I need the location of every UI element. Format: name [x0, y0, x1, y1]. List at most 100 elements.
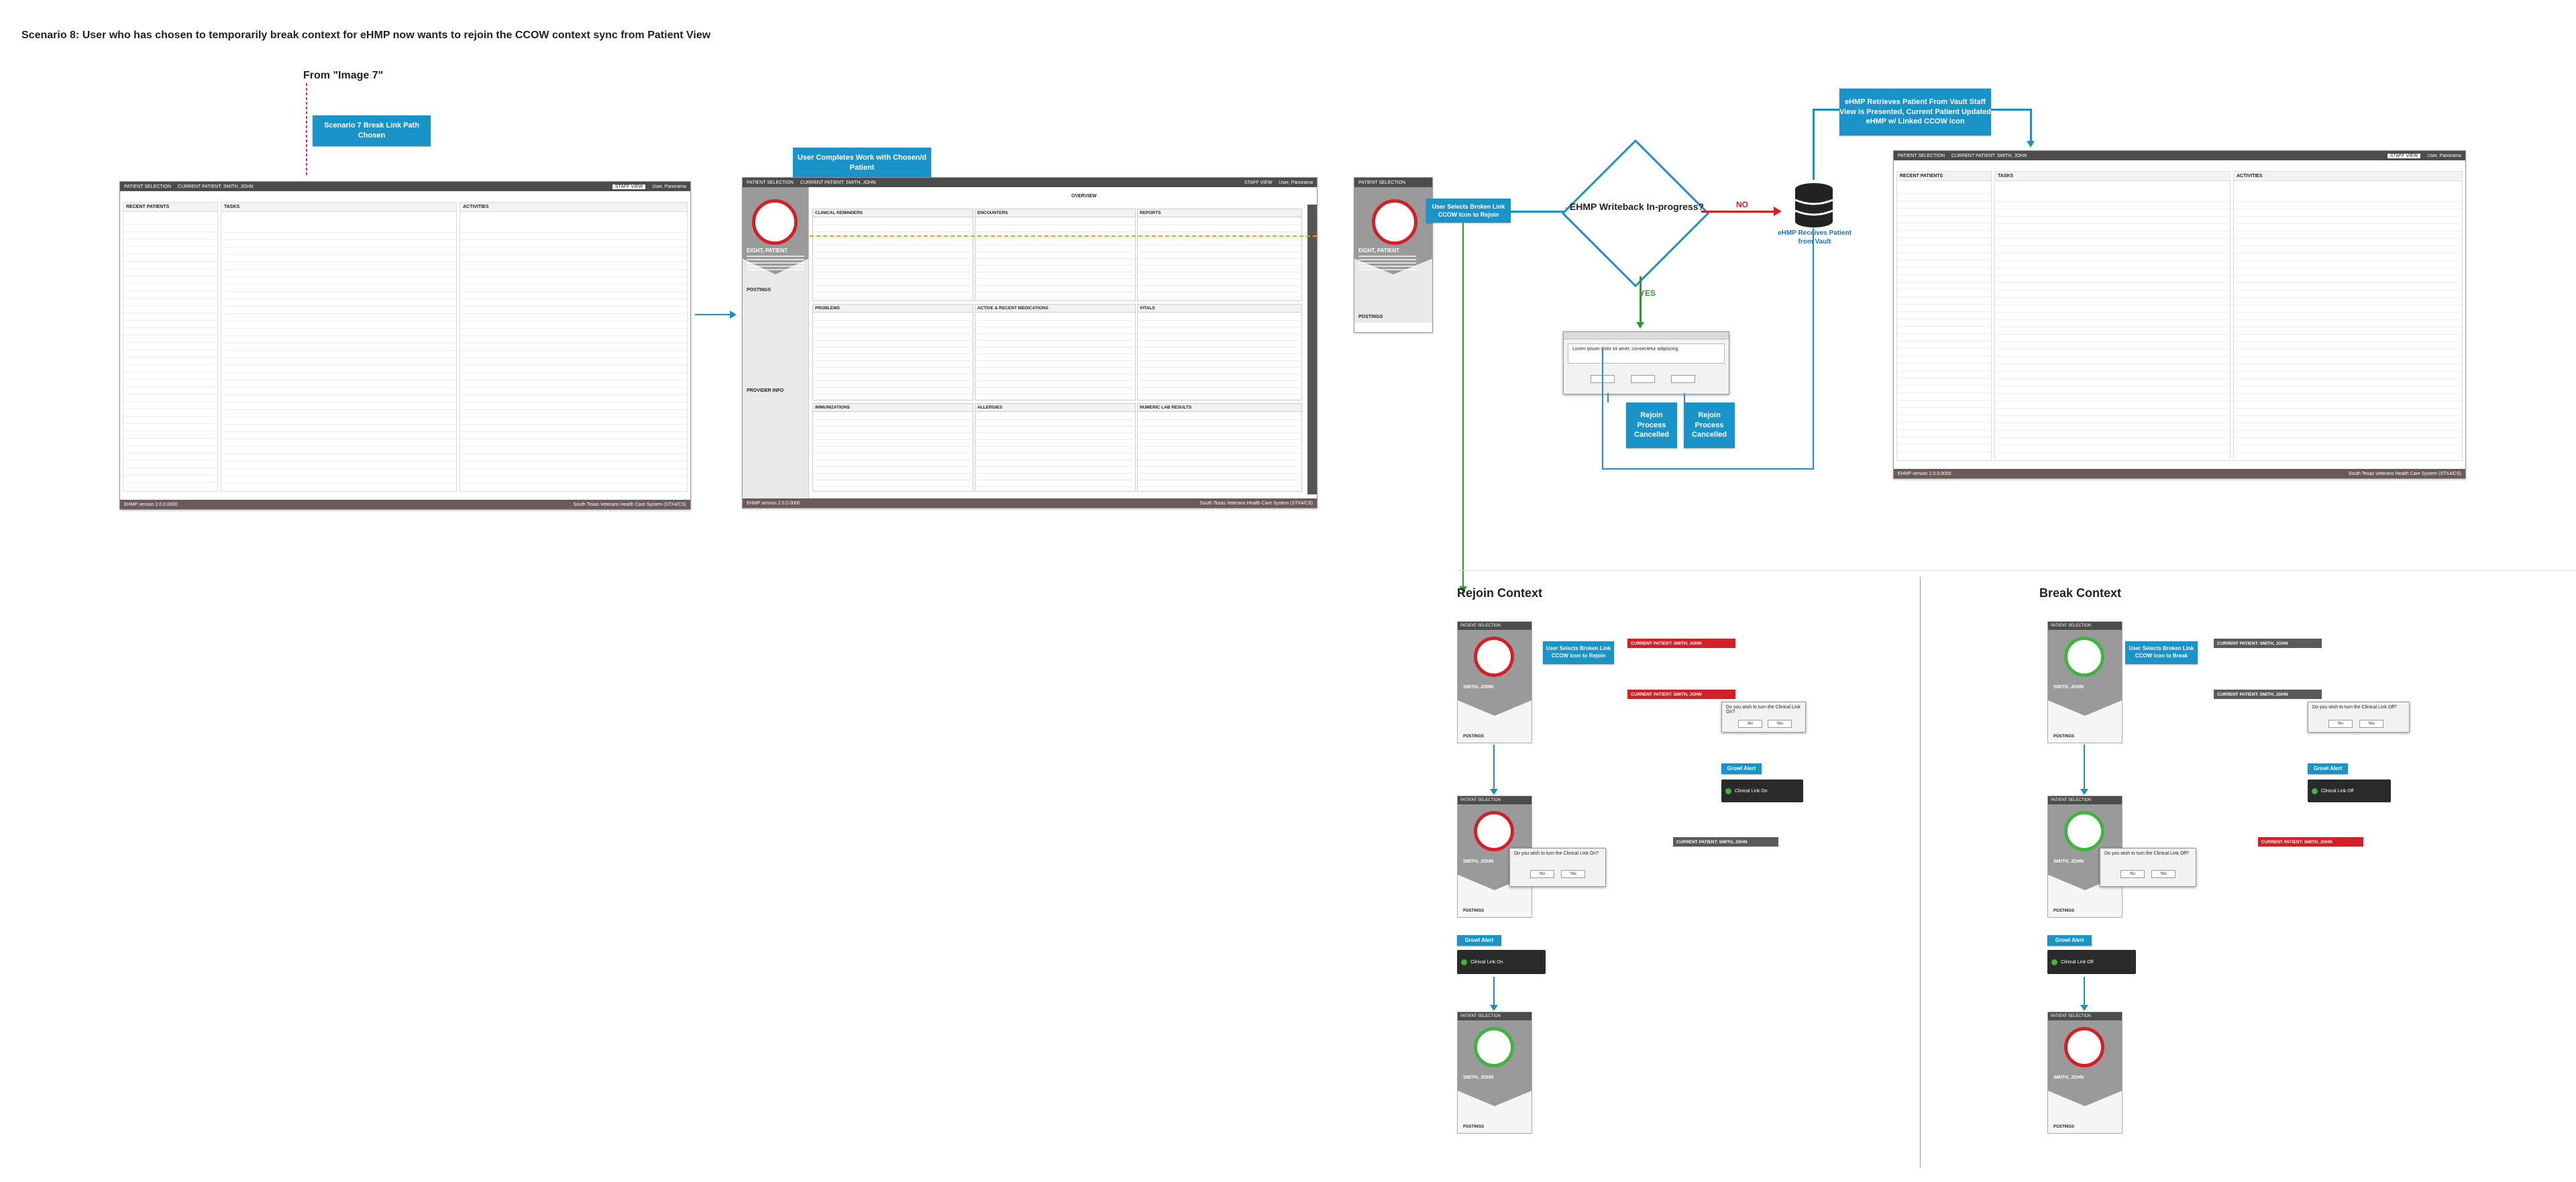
horizontal-separator: [1457, 570, 2576, 571]
break-no-button[interactable]: No: [2121, 870, 2145, 878]
overview-label[interactable]: OVERVIEW: [1071, 194, 1097, 199]
staff-view-label[interactable]: STAFF VIEW: [612, 184, 646, 189]
break-right-yes[interactable]: Yes: [2359, 720, 2383, 728]
break-panel-3-top[interactable]: PATIENT SELECTION: [2048, 1012, 2122, 1020]
footer-site: South Texas Veterans Health Care System …: [573, 502, 686, 507]
patient-photo-ring-3: [1372, 199, 1417, 245]
break-photo-ring-3: [2064, 1027, 2104, 1067]
patient-selection-tab-final[interactable]: PATIENT SELECTION: [1898, 153, 1945, 158]
patient-selection-tab-3[interactable]: PATIENT SELECTION: [1358, 180, 1406, 185]
patient-panel: EIGHT, PATIENT POSTINGS PROVIDER INFO: [743, 187, 809, 498]
cancelled-box-1: Rejoin Process Cancelled: [1626, 402, 1677, 448]
break-banner-final[interactable]: CURRENT PATIENT: SMITH, JOHN: [2258, 837, 2363, 847]
break-banner-1[interactable]: CURRENT PATIENT: SMITH, JOHN: [2214, 639, 2322, 648]
patient-panel-3: EIGHT, PATIENT POSTINGS: [1354, 187, 1432, 323]
rejoin-toast-text: Clinical Link On: [1470, 959, 1503, 965]
footer: EHMP version 2.0.0.0000 South Texas Vete…: [120, 500, 690, 509]
user-menu[interactable]: User, Panorama: [652, 184, 686, 189]
rejoin-banner-2[interactable]: CURRENT PATIENT: SMITH, JOHN: [1627, 690, 1735, 699]
tasks-list-final[interactable]: [1995, 195, 2230, 458]
vitals-widget: VITALS: [1137, 304, 1302, 400]
current-patient-tab[interactable]: CURRENT PATIENT: SMITH, JOHN: [178, 184, 254, 189]
dialog-button-3[interactable]: [1671, 375, 1695, 383]
dialog-button-2[interactable]: [1631, 375, 1655, 383]
break-panel-3: PATIENT SELECTION SMITH, JOHN POSTINGS: [2047, 1012, 2123, 1134]
break-right-dialog-text: Do you wish to turn the Clinical Link Of…: [2312, 705, 2397, 710]
callout-break-link-chosen: Scenario 7 Break Link Path Chosen: [313, 115, 431, 146]
rejoin-yes-button[interactable]: Yes: [1561, 870, 1585, 878]
rejoin-no-button[interactable]: No: [1530, 870, 1554, 878]
toast-success-icon: [1461, 959, 1467, 965]
recent-patients-list-final[interactable]: [1897, 186, 1991, 458]
user-menu-2[interactable]: User, Panorama: [1279, 180, 1313, 185]
break-right-no[interactable]: No: [2328, 720, 2353, 728]
break-yes-button[interactable]: Yes: [2151, 870, 2176, 878]
activities-list[interactable]: [460, 225, 687, 488]
top-bar: PATIENT SELECTION CURRENT PATIENT: SMITH…: [120, 182, 690, 191]
break-callout: User Selects Broken Link CCOW Icon to Br…: [2125, 641, 2198, 664]
connector-loop-up: [1813, 228, 1814, 470]
break-banner-2[interactable]: CURRENT PATIENT: SMITH, JOHN: [2214, 690, 2322, 699]
rejoin-right-yes[interactable]: Yes: [1768, 720, 1792, 728]
lab-results-widget: NUMERIC LAB RESULTS: [1137, 403, 1302, 492]
patient-selection-tab-2[interactable]: PATIENT SELECTION: [747, 180, 794, 185]
side-tabs[interactable]: [1307, 205, 1317, 494]
break-photo-ring-1: [2064, 637, 2104, 677]
callout-ehmp-retrieves: eHMP Retrieves Patient From Vault Staff …: [1839, 89, 1991, 136]
rejoin-banner-1[interactable]: CURRENT PATIENT: SMITH, JOHN: [1627, 639, 1735, 648]
rejoin-panel-1-top[interactable]: PATIENT SELECTION: [1458, 622, 1532, 630]
break-arrowhead-2: [2080, 1005, 2088, 1011]
vitals-header: VITALS: [1138, 305, 1301, 313]
patient-selection-tab[interactable]: PATIENT SELECTION: [124, 184, 172, 189]
staff-view-label-2[interactable]: STAFF VIEW: [1244, 180, 1273, 185]
encounters-widget: ENCOUNTERS: [975, 209, 1136, 301]
staff-view-label-final[interactable]: STAFF VIEW: [2387, 153, 2421, 158]
top-bar-3: PATIENT SELECTION: [1354, 178, 1432, 187]
decision-yes-label: YES: [1640, 288, 1656, 298]
rejoin-arrowhead-1: [1490, 789, 1498, 795]
database-caption: eHMP Receives Patient from Vault: [1778, 229, 1851, 246]
cancel-connector-left: [1607, 393, 1609, 402]
break-photo-ring-2: [2064, 811, 2104, 851]
rejoin-banner-final[interactable]: CURRENT PATIENT: SMITH, JOHN: [1673, 837, 1778, 847]
rejoin-panel-3-top[interactable]: PATIENT SELECTION: [1458, 1012, 1532, 1020]
break-panel-1-top[interactable]: PATIENT SELECTION: [2048, 622, 2122, 630]
current-patient-tab-final[interactable]: CURRENT PATIENT: SMITH, JOHN: [1951, 153, 2027, 158]
immunizations-header: IMMUNIZATIONS: [813, 404, 973, 412]
rejoin-panel-2-top[interactable]: PATIENT SELECTION: [1458, 796, 1532, 804]
patient-view-screen: PATIENT SELECTION CURRENT PATIENT: SMITH…: [742, 177, 1318, 508]
decision-no-label: NO: [1736, 200, 1748, 209]
rejoin-patient-name-2: SMITH, JOHN: [1463, 859, 1494, 864]
magenta-connector: [306, 83, 307, 176]
patient-demographics: [747, 256, 804, 270]
lab-results-header: NUMERIC LAB RESULTS: [1138, 404, 1301, 412]
from-image-label: From "Image 7": [303, 70, 384, 81]
top-bar-final: PATIENT SELECTION CURRENT PATIENT: SMITH…: [1894, 151, 2465, 160]
tasks-list[interactable]: [221, 225, 456, 488]
recent-patients-panel-final: RECENT PATIENTS: [1896, 171, 1992, 461]
decision-diamond: [1561, 139, 1710, 288]
break-toast-text: Clinical Link Off: [2061, 959, 2094, 965]
rejoin-patient-name-3: SMITH, JOHN: [1463, 1075, 1494, 1080]
writeback-dialog: Lorem ipsum dolor sit amet, consectetur …: [1563, 331, 1729, 394]
cancel-connector-mid: [1684, 393, 1685, 402]
allergies-header: ALLERGIES: [975, 404, 1135, 412]
rejoin-right-no[interactable]: No: [1738, 720, 1762, 728]
callout-select-broken-link: User Selects Broken Link CCOW Icon to Re…: [1426, 199, 1511, 223]
rejoin-confirm-text: Do you wish to turn the Clinical Link On…: [1514, 851, 1599, 856]
break-panel-2-top[interactable]: PATIENT SELECTION: [2048, 796, 2122, 804]
reports-widget: REPORTS: [1137, 209, 1302, 301]
footer-final: EHMP version 2.0.0.0000 South Texas Vete…: [1894, 469, 2465, 478]
activities-list-final[interactable]: [2234, 195, 2462, 458]
user-menu-final[interactable]: User, Panorama: [2427, 153, 2461, 158]
clinical-reminders-widget: CLINICAL REMINDERS: [812, 209, 973, 301]
page-title: Scenario 8: User who has chosen to tempo…: [21, 30, 711, 41]
rejoin-photo-ring-3: [1474, 1027, 1514, 1067]
current-patient-tab-2[interactable]: CURRENT PATIENT: SMITH, JOHN: [800, 180, 876, 185]
recent-patients-list[interactable]: [123, 217, 217, 488]
rejoin-growl-label: Growl Alert: [1457, 935, 1501, 946]
footer-site-final: South Texas Veterans Health Care System …: [2348, 471, 2461, 476]
yes-arrowhead: [1636, 322, 1644, 329]
rejoin-arrow-2: [1493, 977, 1495, 1008]
rejoin-arrowhead-2: [1490, 1005, 1498, 1011]
